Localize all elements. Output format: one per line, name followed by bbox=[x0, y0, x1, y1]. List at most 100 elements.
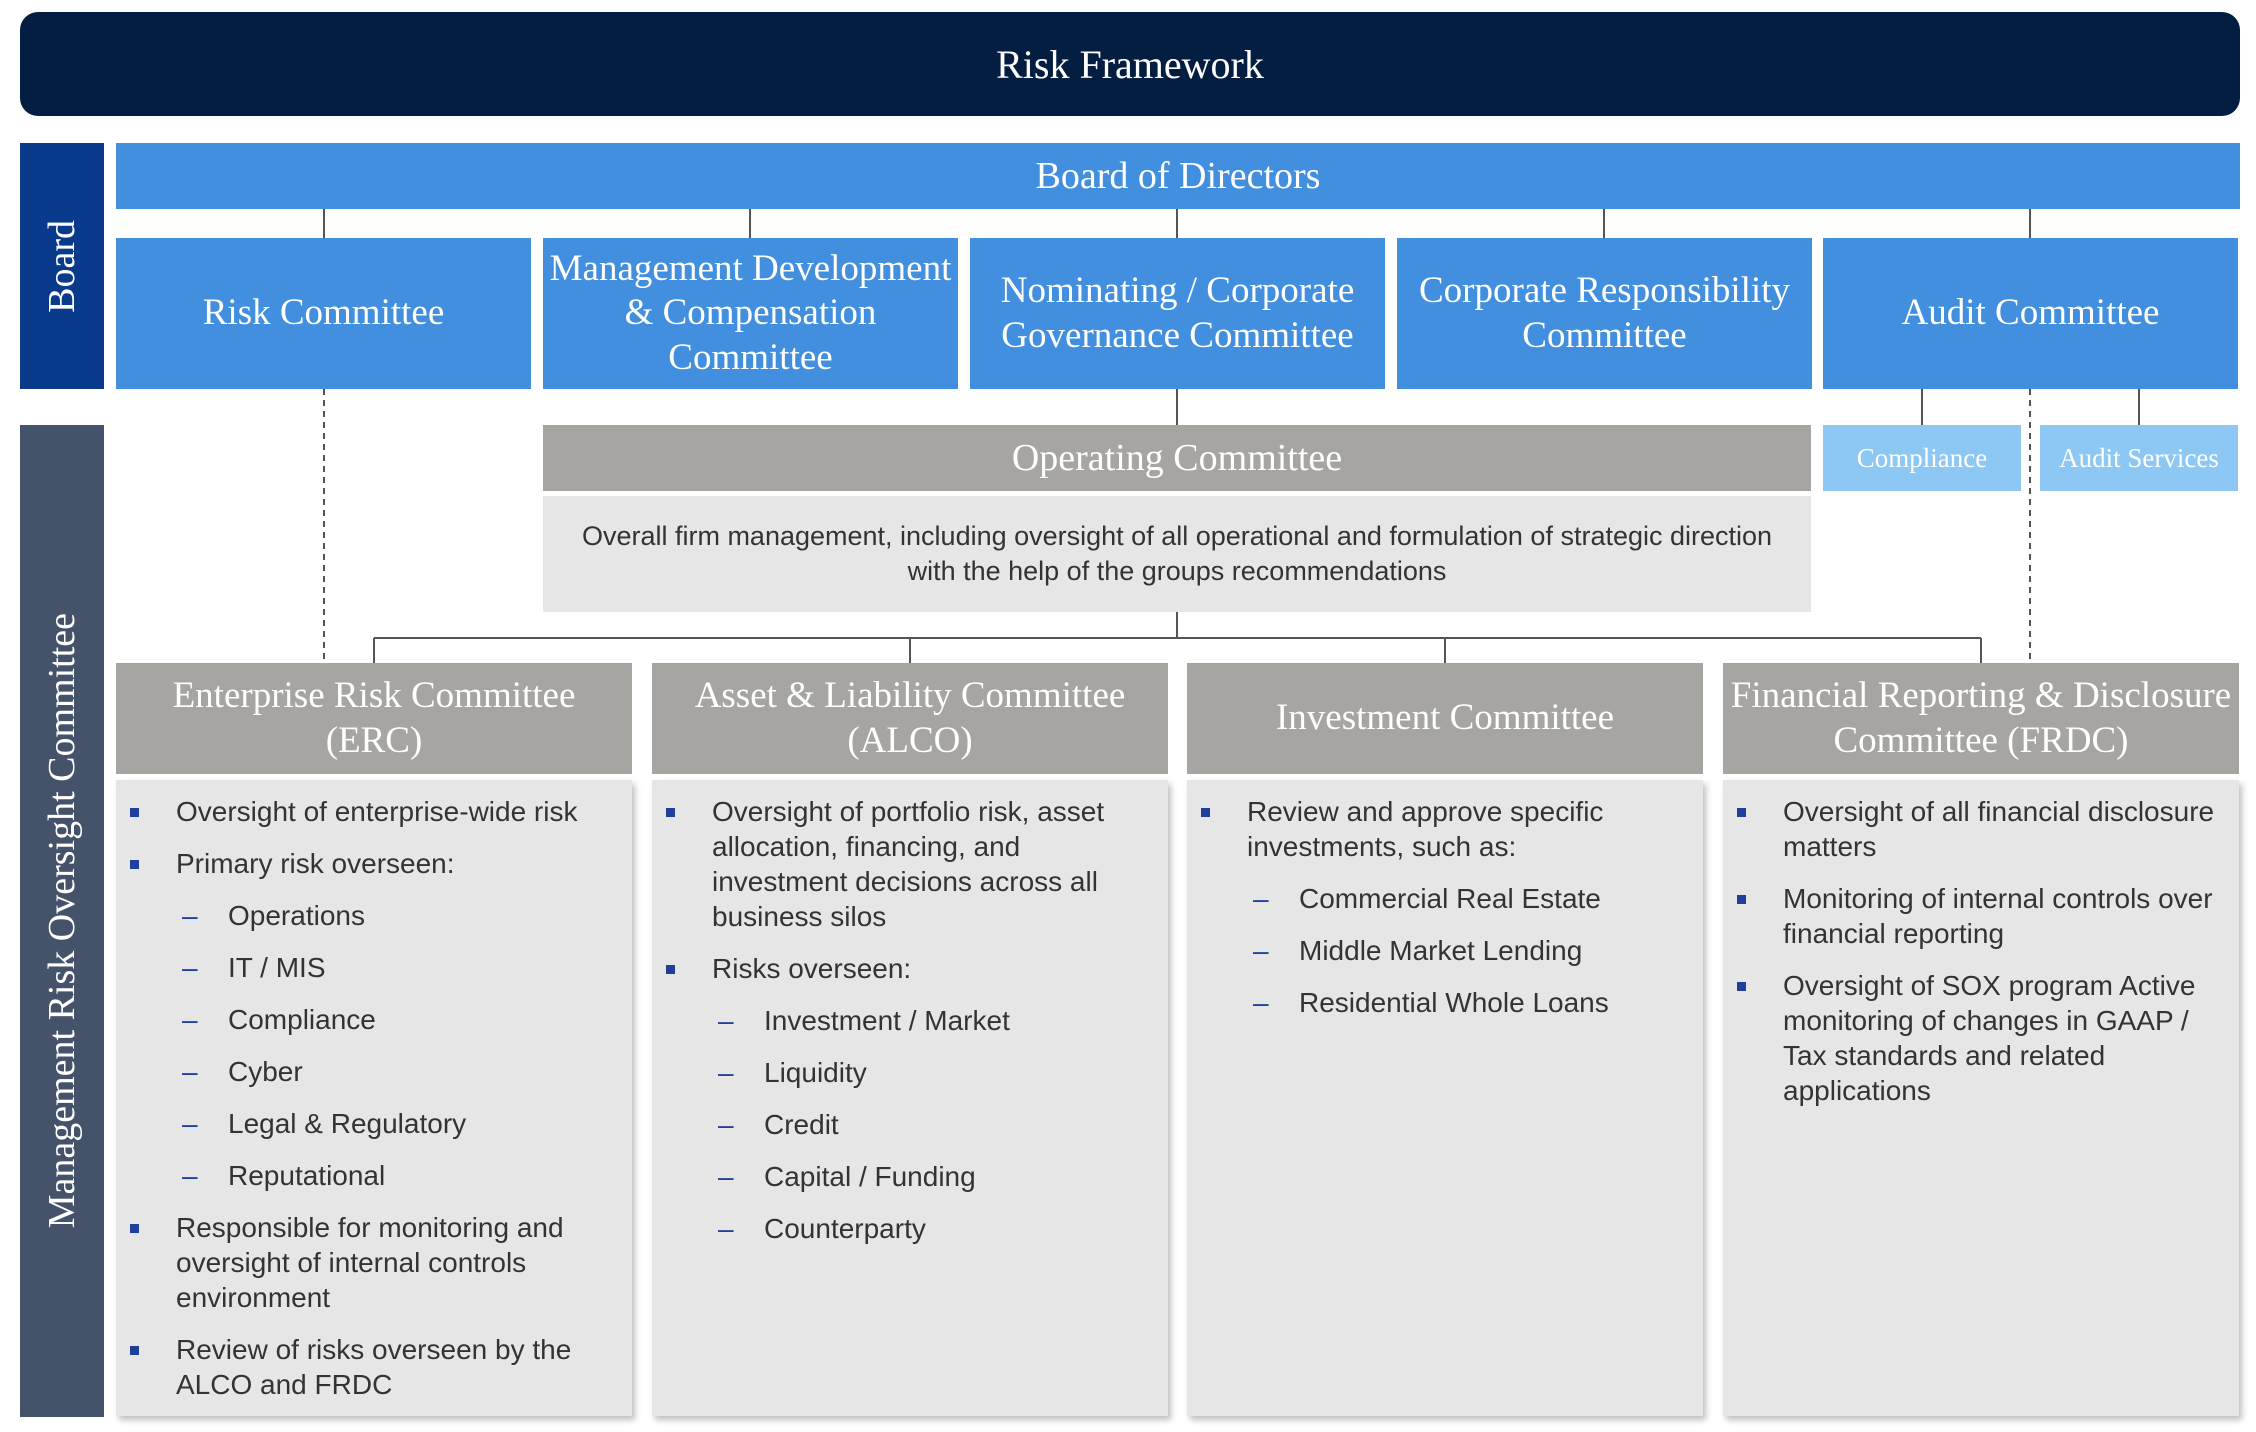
dash-icon: – bbox=[182, 1160, 198, 1191]
sub-list-item: –Commercial Real Estate bbox=[1201, 881, 1683, 916]
management-side-label: Management Risk Oversight Committee bbox=[20, 425, 104, 1417]
sub-list-item-text: Residential Whole Loans bbox=[1299, 987, 1609, 1018]
sub-list-item-text: IT / MIS bbox=[228, 952, 326, 983]
sub-list-item: –Counterparty bbox=[666, 1211, 1148, 1246]
list-item-text: Review of risks overseen by the ALCO and… bbox=[176, 1334, 572, 1400]
alco-header: Asset & Liability Committee (ALCO) bbox=[652, 663, 1168, 774]
nominating-governance-committee: Nominating / Corporate Governance Commit… bbox=[970, 238, 1385, 389]
sub-list-item-text: Credit bbox=[764, 1109, 839, 1140]
frdc-list: Oversight of all financial disclosure ma… bbox=[1737, 794, 2219, 1108]
investment-committee-title: Investment Committee bbox=[1275, 697, 1615, 739]
page-title: Risk Framework bbox=[996, 41, 1264, 87]
sub-list-item-text: Operations bbox=[228, 900, 365, 931]
alco-title: Asset & Liability Committee (ALCO) bbox=[694, 675, 1126, 761]
dash-icon: – bbox=[1253, 935, 1269, 966]
bullet-icon bbox=[130, 860, 139, 869]
list-item: Responsible for monitoring and oversight… bbox=[130, 1210, 612, 1315]
board-side-label: Board bbox=[20, 143, 104, 389]
sub-list-item: –IT / MIS bbox=[130, 950, 612, 985]
dash-icon: – bbox=[182, 1056, 198, 1087]
bullet-icon bbox=[1201, 808, 1210, 817]
list-item-text: Oversight of all financial disclosure ma… bbox=[1783, 796, 2215, 862]
committee-label: Corporate Responsibility Committee bbox=[1419, 270, 1790, 356]
bullet-icon bbox=[130, 1224, 139, 1233]
sub-list-item-text: Capital / Funding bbox=[764, 1161, 976, 1192]
dash-icon: – bbox=[718, 1057, 734, 1088]
list-item: Primary risk overseen: bbox=[130, 846, 612, 881]
investment-committee-list: Review and approve specific investments,… bbox=[1201, 794, 1683, 1020]
board-of-directors-label: Board of Directors bbox=[1035, 155, 1321, 197]
sub-list-item-text: Middle Market Lending bbox=[1299, 935, 1583, 966]
list-item: Oversight of all financial disclosure ma… bbox=[1737, 794, 2219, 864]
title-bar: Risk Framework bbox=[20, 12, 2240, 116]
sub-list-item: –Reputational bbox=[130, 1158, 612, 1193]
sub-list-item: –Compliance bbox=[130, 1002, 612, 1037]
list-item: Risks overseen: bbox=[666, 951, 1148, 986]
dash-icon: – bbox=[182, 1004, 198, 1035]
frdc-body: Oversight of all financial disclosure ma… bbox=[1723, 780, 2239, 1416]
dash-icon: – bbox=[1253, 987, 1269, 1018]
list-item: Review and approve specific investments,… bbox=[1201, 794, 1683, 864]
list-item-text: Oversight of SOX program Active monitori… bbox=[1783, 970, 2196, 1106]
committee-label: Risk Committee bbox=[202, 292, 445, 334]
operating-committee: Operating Committee bbox=[543, 425, 1811, 491]
sub-list-item: –Legal & Regulatory bbox=[130, 1106, 612, 1141]
sub-list-item: –Operations bbox=[130, 898, 612, 933]
erc-title: Enterprise Risk Committee (ERC) bbox=[172, 675, 576, 761]
board-label: Board bbox=[41, 219, 83, 313]
dash-icon: – bbox=[1253, 883, 1269, 914]
sub-list-item: –Liquidity bbox=[666, 1055, 1148, 1090]
bullet-icon bbox=[666, 808, 675, 817]
list-item-text: Monitoring of internal controls over fin… bbox=[1783, 883, 2213, 949]
compliance-label: Compliance bbox=[1856, 442, 1988, 473]
management-development-compensation-committee: Management Development & Compensation Co… bbox=[543, 238, 958, 389]
bullet-icon bbox=[130, 808, 139, 817]
sub-list-item-text: Legal & Regulatory bbox=[228, 1108, 467, 1139]
list-item: Oversight of SOX program Active monitori… bbox=[1737, 968, 2219, 1108]
audit-services-label: Audit Services bbox=[2059, 442, 2219, 473]
list-item-text: Primary risk overseen: bbox=[176, 848, 455, 879]
investment-committee-header: Investment Committee bbox=[1187, 663, 1703, 774]
sub-list-item: –Credit bbox=[666, 1107, 1148, 1142]
audit-committee: Audit Committee bbox=[1823, 238, 2238, 389]
list-item-text: Responsible for monitoring and oversight… bbox=[176, 1212, 564, 1313]
list-item-text: Oversight of portfolio risk, asset alloc… bbox=[712, 796, 1105, 932]
dash-icon: – bbox=[182, 952, 198, 983]
list-item: Monitoring of internal controls over fin… bbox=[1737, 881, 2219, 951]
sub-list-item-text: Reputational bbox=[228, 1160, 386, 1191]
sub-list-item: –Middle Market Lending bbox=[1201, 933, 1683, 968]
sub-list-item: –Residential Whole Loans bbox=[1201, 985, 1683, 1020]
sub-list-item-text: Liquidity bbox=[764, 1057, 867, 1088]
sub-list-item-text: Commercial Real Estate bbox=[1299, 883, 1601, 914]
committee-label: Management Development & Compensation Co… bbox=[549, 247, 952, 378]
frdc-title: Financial Reporting & Disclosure Committ… bbox=[1730, 675, 2232, 761]
sub-list-item-text: Investment / Market bbox=[764, 1005, 1010, 1036]
operating-committee-title: Operating Committee bbox=[1011, 437, 1343, 479]
committee-label: Audit Committee bbox=[1901, 292, 2160, 334]
alco-list: Oversight of portfolio risk, asset alloc… bbox=[666, 794, 1148, 1246]
dash-icon: – bbox=[182, 900, 198, 931]
corporate-responsibility-committee: Corporate Responsibility Committee bbox=[1397, 238, 1812, 389]
dash-icon: – bbox=[718, 1161, 734, 1192]
bullet-icon bbox=[1737, 982, 1746, 991]
operating-description-text: Overall firm management, including overs… bbox=[581, 520, 1773, 586]
investment-committee-body: Review and approve specific investments,… bbox=[1187, 780, 1703, 1416]
erc-header: Enterprise Risk Committee (ERC) bbox=[116, 663, 632, 774]
list-item: Review of risks overseen by the ALCO and… bbox=[130, 1332, 612, 1402]
list-item-text: Oversight of enterprise-wide risk bbox=[176, 796, 578, 827]
bullet-icon bbox=[130, 1346, 139, 1355]
committee-label: Nominating / Corporate Governance Commit… bbox=[1000, 270, 1355, 356]
dash-icon: – bbox=[182, 1108, 198, 1139]
alco-body: Oversight of portfolio risk, asset alloc… bbox=[652, 780, 1168, 1416]
bullet-icon bbox=[1737, 895, 1746, 904]
bullet-icon bbox=[666, 965, 675, 974]
sub-list-item-text: Compliance bbox=[228, 1004, 376, 1035]
compliance-box: Compliance bbox=[1823, 425, 2021, 491]
dash-icon: – bbox=[718, 1109, 734, 1140]
list-item: Oversight of portfolio risk, asset alloc… bbox=[666, 794, 1148, 934]
sub-list-item: –Cyber bbox=[130, 1054, 612, 1089]
dash-icon: – bbox=[718, 1213, 734, 1244]
list-item-text: Risks overseen: bbox=[712, 953, 912, 984]
